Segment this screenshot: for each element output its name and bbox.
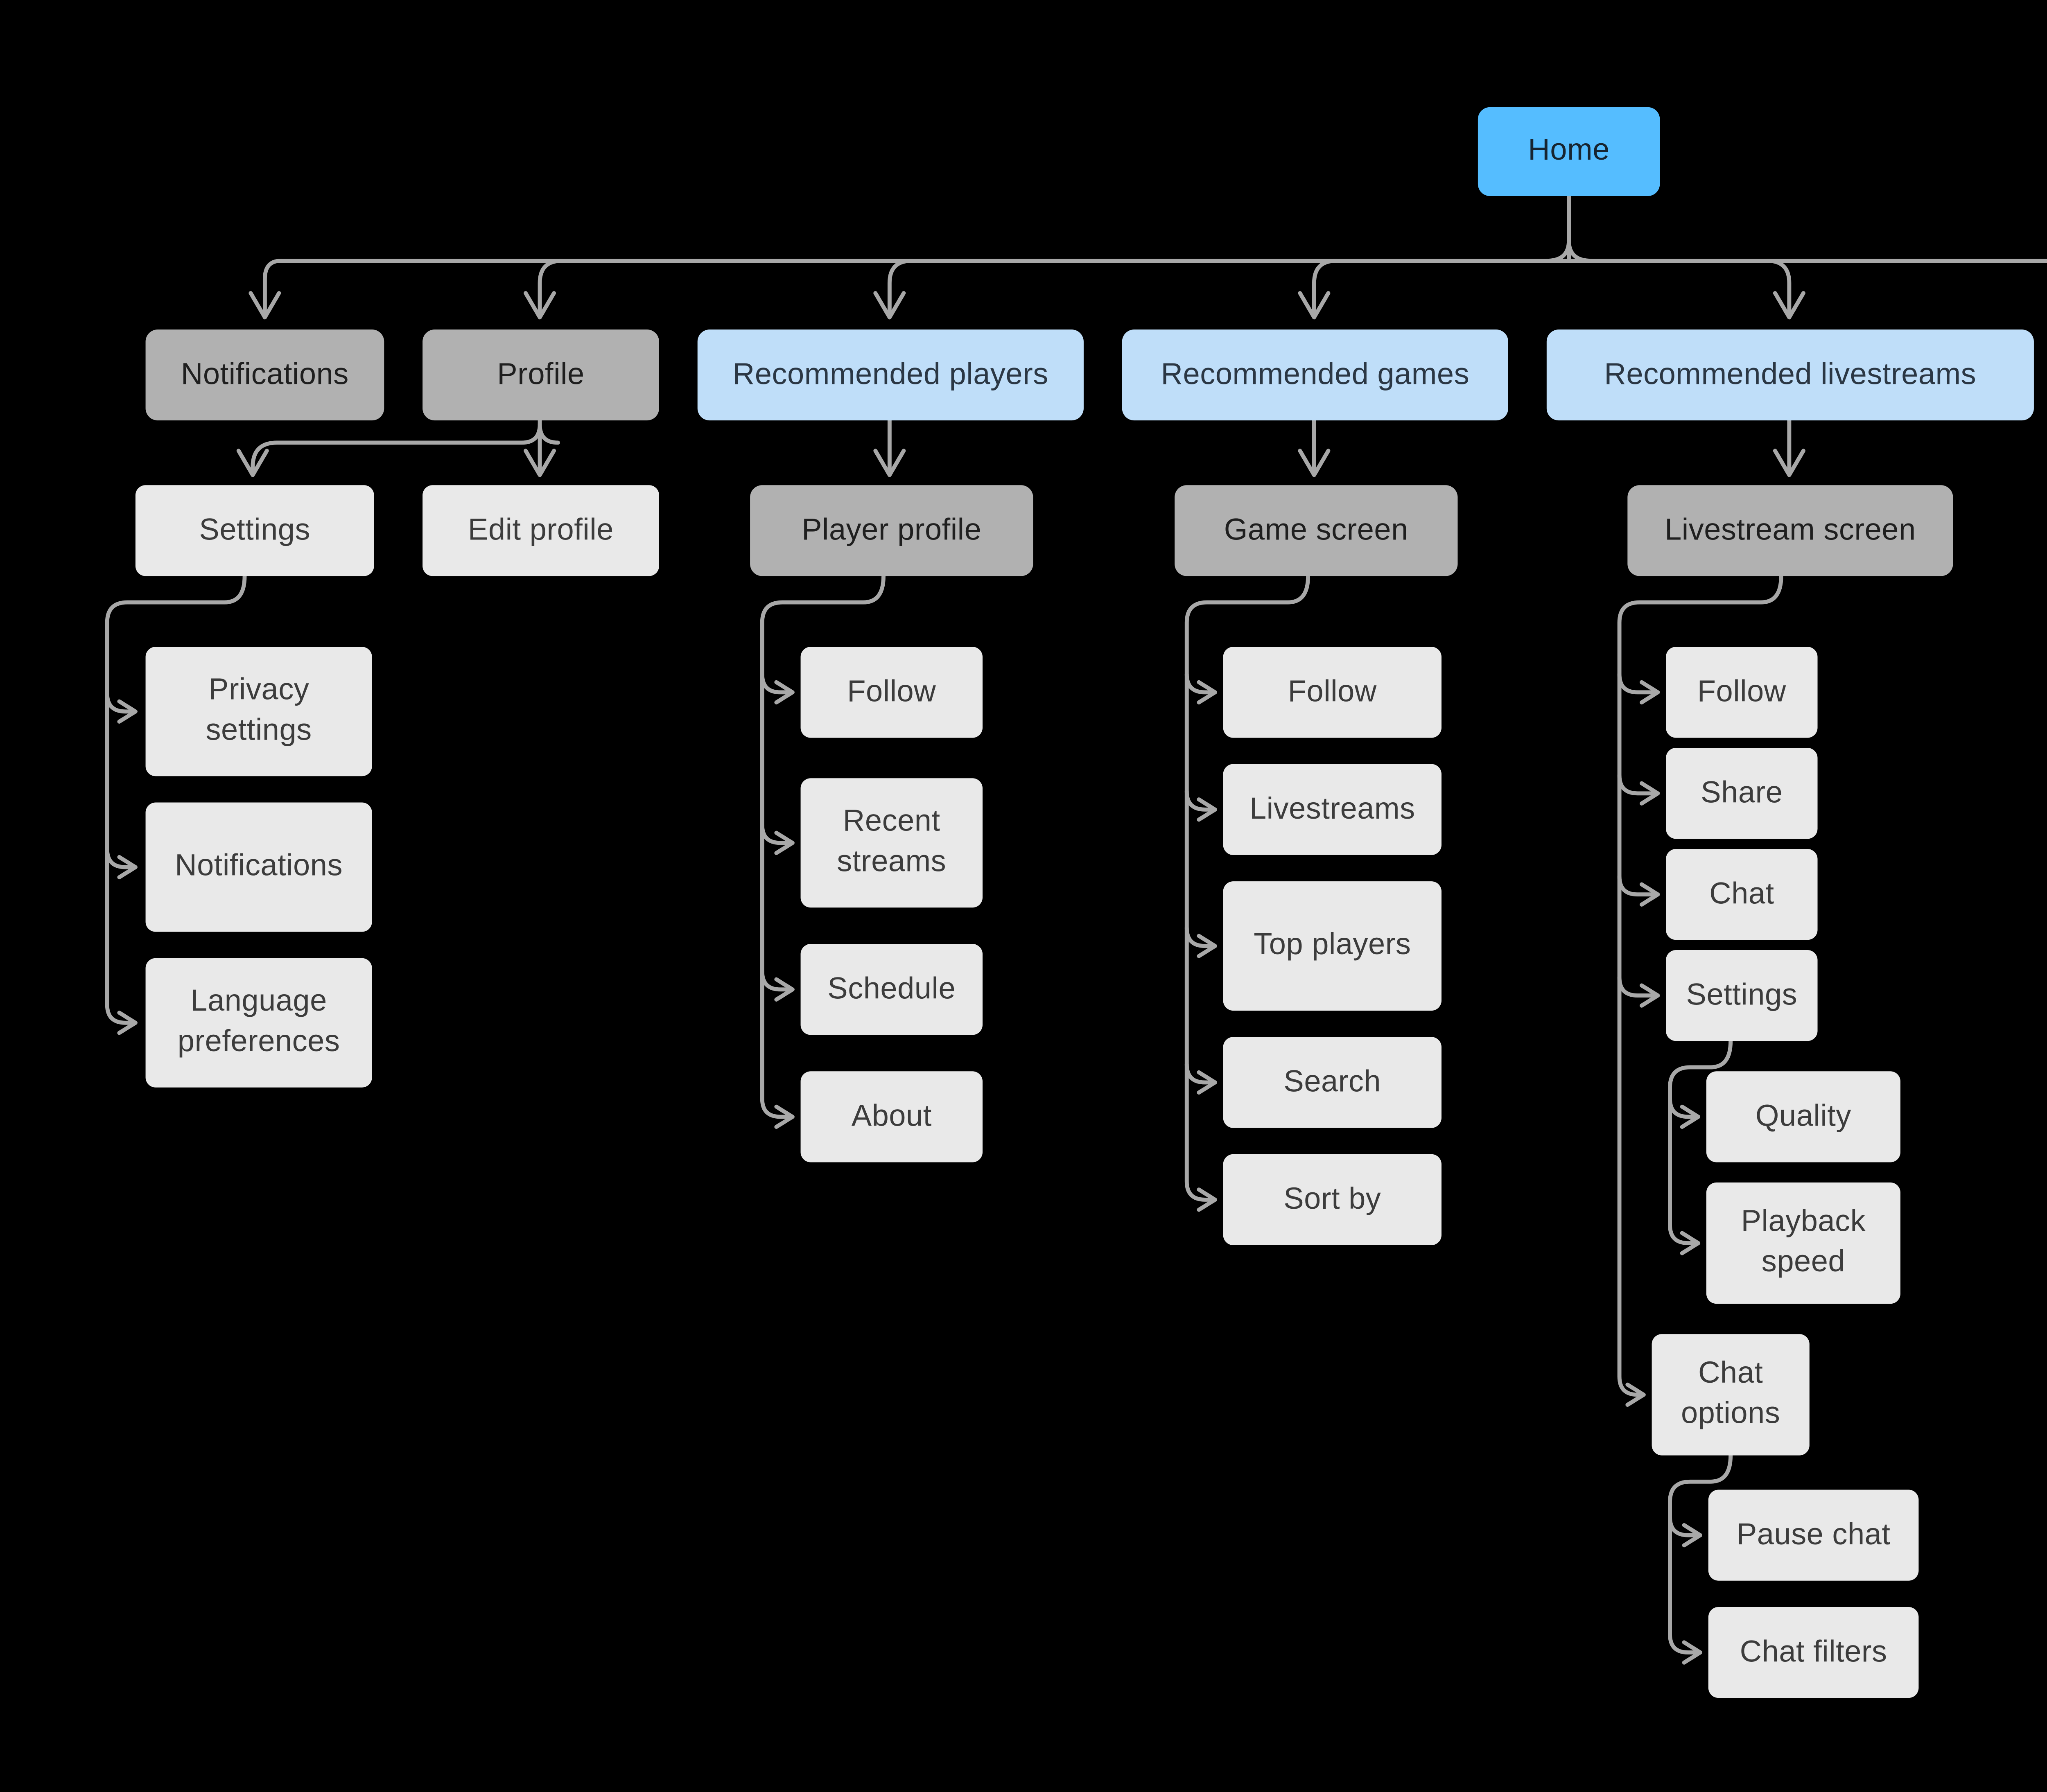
node-pause-chat: Pause chat (1708, 1490, 1919, 1581)
node-edit-profile: Edit profile (423, 485, 659, 576)
node-game-search: Search (1223, 1037, 1442, 1128)
node-game-screen: Game screen (1175, 485, 1458, 576)
node-recommended-games: Recommended games (1122, 329, 1508, 421)
node-quality: Quality (1706, 1071, 1901, 1162)
node-playback-speed: Playback speed (1706, 1182, 1901, 1304)
connectors (105, 194, 2047, 1665)
node-schedule: Schedule (800, 944, 983, 1035)
node-chat-filters: Chat filters (1708, 1607, 1919, 1698)
node-recommended-livestreams: Recommended livestreams (1546, 329, 2034, 421)
node-game-follow: Follow (1223, 647, 1442, 738)
node-player-follow: Follow (800, 647, 983, 738)
node-top-players: Top players (1223, 881, 1442, 1011)
node-privacy-settings: Privacy settings (145, 647, 372, 776)
node-chat: Chat (1666, 849, 1818, 940)
node-notifications-settings: Notifications (145, 802, 372, 932)
node-recent-streams: Recent streams (800, 778, 983, 908)
node-livestreams: Livestreams (1223, 764, 1442, 855)
node-livestream-screen: Livestream screen (1627, 485, 1953, 576)
node-profile: Profile (423, 329, 659, 421)
node-notifications: Notifications (145, 329, 384, 421)
node-settings: Settings (135, 485, 374, 576)
node-livestream-follow: Follow (1666, 647, 1818, 738)
node-about: About (800, 1071, 983, 1162)
node-share: Share (1666, 748, 1818, 839)
node-home: Home (1478, 107, 1660, 196)
node-sort-by: Sort by (1223, 1154, 1442, 1245)
node-livestream-settings: Settings (1666, 950, 1818, 1041)
node-player-profile: Player profile (750, 485, 1033, 576)
node-recommended-players: Recommended players (697, 329, 1084, 421)
node-chat-options: Chat options (1652, 1334, 1810, 1456)
node-language-preferences: Language preferences (145, 958, 372, 1088)
